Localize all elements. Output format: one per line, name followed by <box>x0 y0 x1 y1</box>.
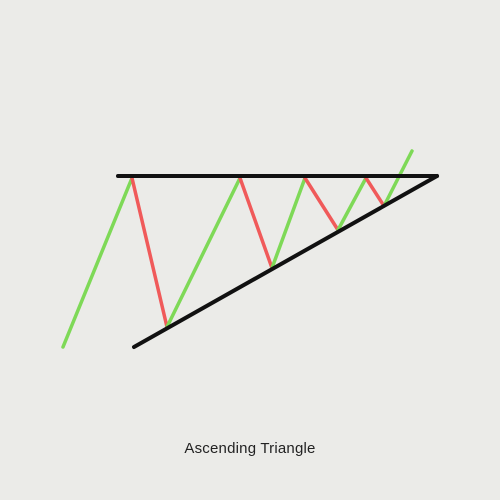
up-leg-9 <box>382 149 414 208</box>
price-legs <box>61 149 414 349</box>
diagram-caption: Ascending Triangle <box>184 440 316 457</box>
up-leg-1 <box>61 176 134 349</box>
up-leg-3 <box>165 176 242 329</box>
trendlines <box>116 174 439 349</box>
up-leg-7 <box>336 176 368 232</box>
down-leg-2 <box>130 176 169 329</box>
down-leg-6 <box>303 176 340 232</box>
down-leg-4 <box>238 176 274 270</box>
up-leg-5 <box>270 176 307 270</box>
support-line <box>132 174 439 349</box>
down-leg-8 <box>364 176 386 208</box>
